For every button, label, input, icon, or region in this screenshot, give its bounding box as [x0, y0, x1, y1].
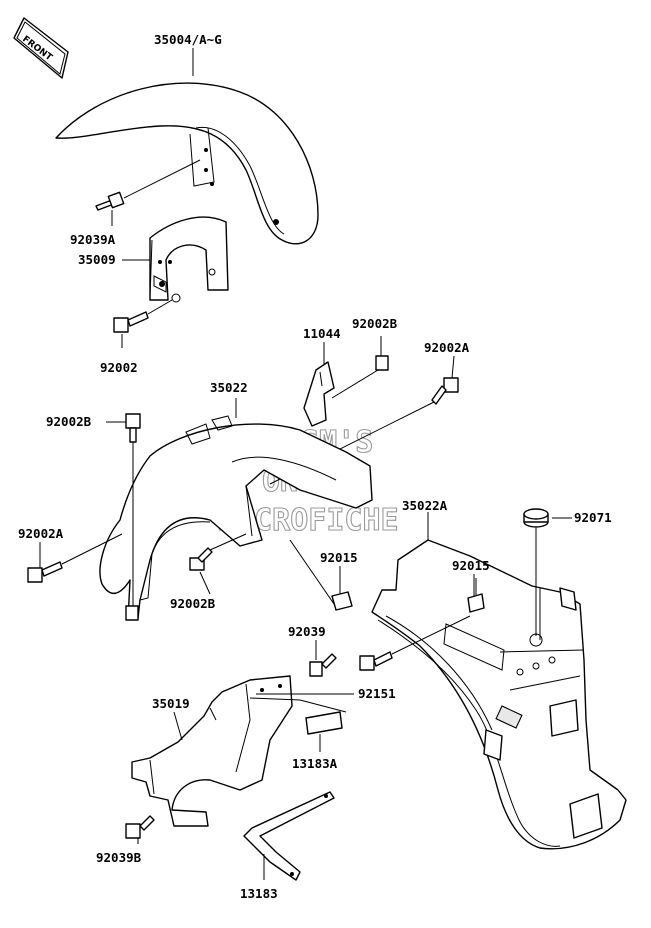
- clamp-11044: [303, 361, 335, 427]
- bolt-92002b-mid: [189, 533, 247, 571]
- leader-lines: [39, 48, 572, 880]
- splash-shield-35019: [131, 675, 301, 827]
- callout-13183a: 13183A: [292, 756, 338, 771]
- callout-92002b-left: 92002B: [46, 414, 92, 429]
- bolt-92039: [309, 653, 337, 677]
- callout-35004: 35004/A~G: [154, 32, 222, 47]
- rear-inner-fender-35022: [99, 415, 373, 621]
- bolt-92002b-top: [331, 355, 389, 399]
- nut-92015-right: [467, 578, 485, 613]
- callout-92015-right: 92015: [452, 558, 490, 573]
- callout-92039: 92039: [288, 624, 326, 639]
- bolt-92039b: [125, 815, 155, 839]
- callout-92039b: 92039B: [96, 850, 142, 865]
- callout-92002a-left: 92002A: [18, 526, 64, 541]
- rear-fender-35022a: [371, 539, 627, 850]
- front-fender: [55, 82, 319, 245]
- callout-92002-top: 92002: [100, 360, 138, 375]
- bolt-92002-top: [113, 299, 173, 333]
- callout-92002a-right: 92002A: [424, 340, 470, 355]
- front-direction-badge: FRONT: [13, 17, 69, 79]
- callout-13183: 13183: [240, 886, 278, 901]
- bolt-92002b-left: [125, 413, 141, 606]
- bracket-13183a: [299, 699, 347, 735]
- callout-92151: 92151: [358, 686, 396, 701]
- callout-35022: 35022: [210, 380, 248, 395]
- callout-92071: 92071: [574, 510, 612, 525]
- bolt-92039a: [95, 159, 201, 211]
- bolt-92002a-left: [27, 533, 123, 583]
- callout-labels: 35004/A~G 92039A 35009 92002 11044 92002…: [18, 32, 612, 901]
- callout-92039a: 92039A: [70, 232, 116, 247]
- callout-92002b-top: 92002B: [352, 316, 398, 331]
- callout-11044: 11044: [303, 326, 341, 341]
- front-fender-bracket: [149, 216, 229, 303]
- callout-35009: 35009: [78, 252, 116, 267]
- grommet-92071: [523, 508, 549, 636]
- stay-13183: [243, 791, 335, 881]
- callout-35019: 35019: [152, 696, 190, 711]
- callout-35022a: 35022A: [402, 498, 448, 513]
- bolt-92151: [359, 615, 471, 671]
- callout-92015-left: 92015: [320, 550, 358, 565]
- nut-92015-left: [289, 539, 353, 611]
- callout-92002b-mid: 92002B: [170, 596, 216, 611]
